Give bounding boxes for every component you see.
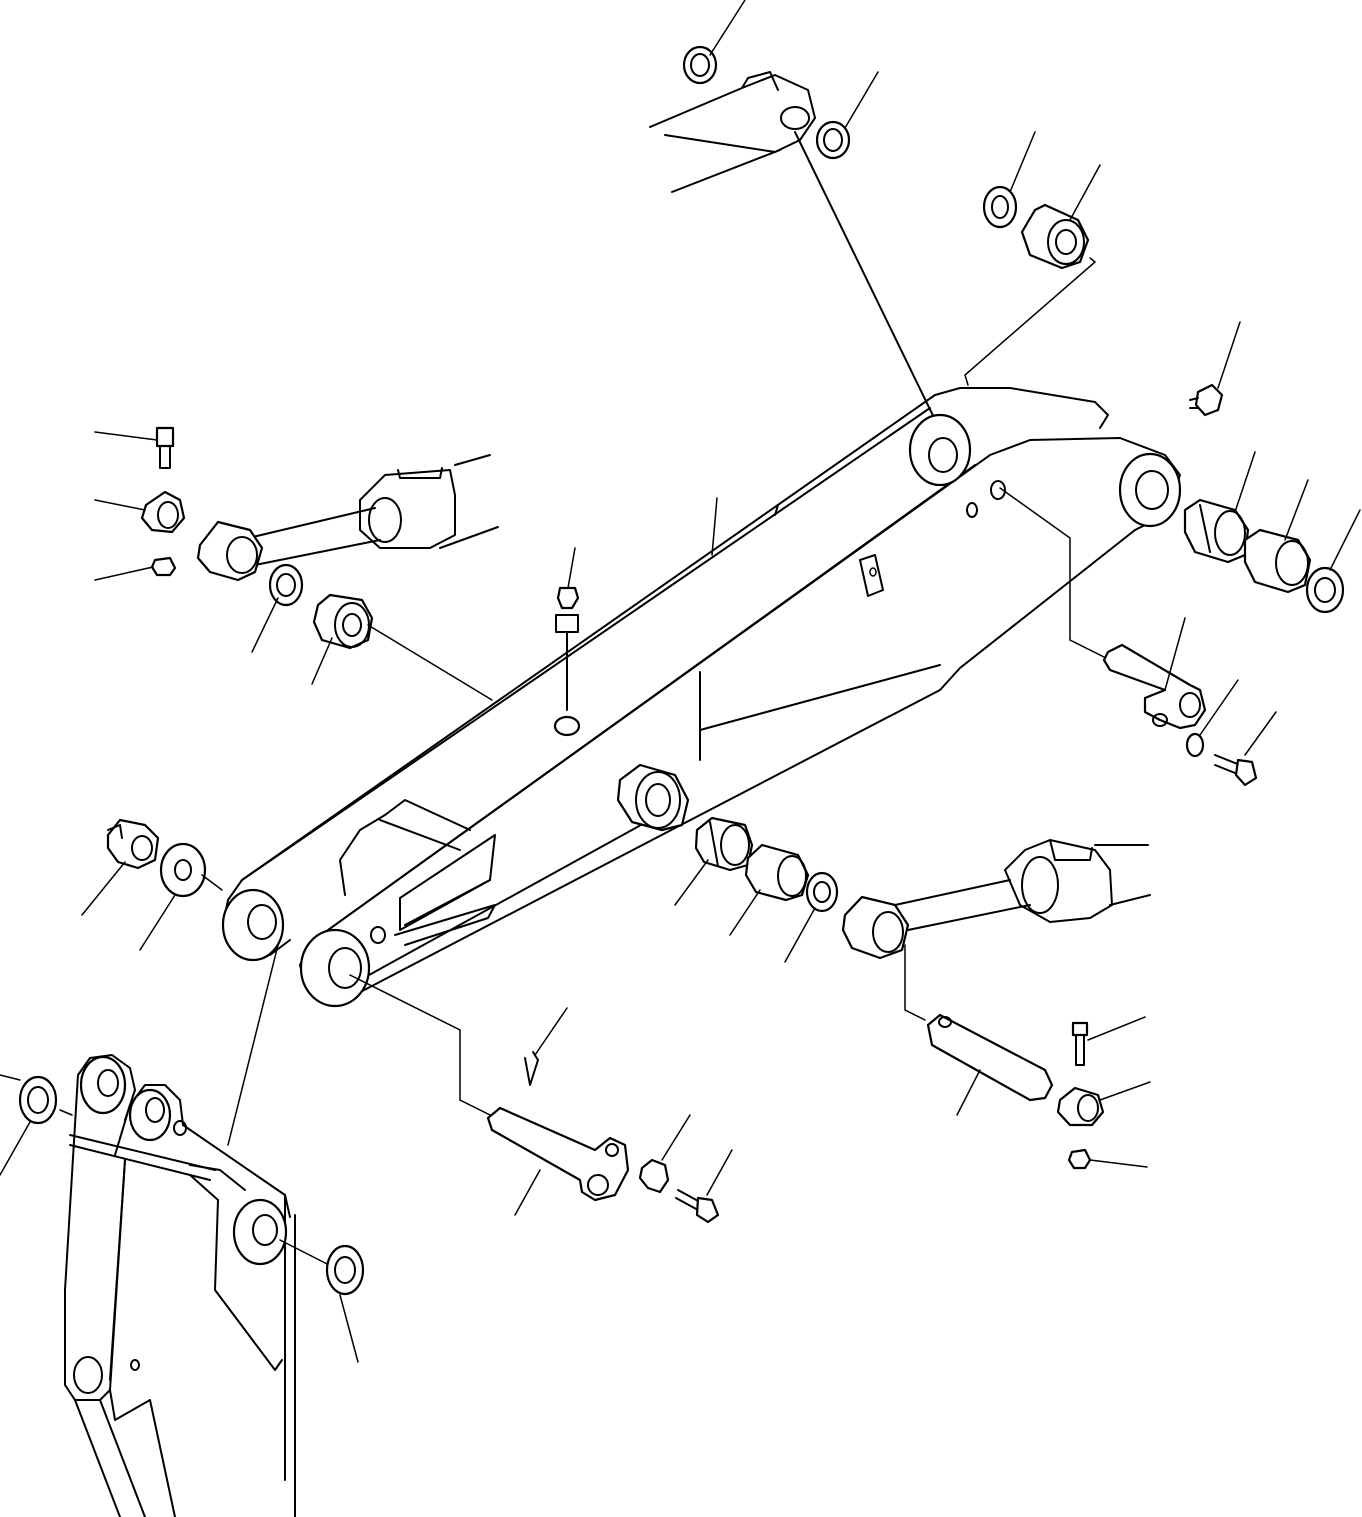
- bolt-right-lower: [1071, 1016, 1146, 1066]
- pin-right-lower: [904, 944, 1054, 1116]
- collar-lower-center: [638, 1114, 691, 1194]
- arm-body: [221, 387, 1182, 1008]
- nut-upper-left: [94, 556, 177, 581]
- shim-top-left: [682, 0, 746, 85]
- washer-right-upper: [1185, 679, 1239, 758]
- right-cylinder: [841, 839, 1151, 960]
- shim-boom-right: [325, 1244, 365, 1363]
- bolt-right-upper: [1214, 711, 1277, 787]
- pin-right-upper: [999, 487, 1207, 730]
- bushing-right-b: [1243, 479, 1312, 594]
- pin-lower-center: [349, 974, 630, 1216]
- bushing-middle-b: [729, 843, 810, 936]
- bushing-upper-right: [964, 164, 1101, 386]
- nut-lower-left: [81, 818, 160, 916]
- bolt-upper-left: [94, 426, 175, 469]
- shim-upper-right: [982, 131, 1036, 229]
- bushing-middle-large: [616, 763, 690, 832]
- bushing-left: [311, 593, 493, 701]
- left-cylinder: [196, 454, 499, 582]
- shim-right: [1305, 509, 1361, 614]
- shim-top-right: [815, 71, 879, 160]
- collar-right-lower: [1056, 1081, 1151, 1127]
- grease-fitting-center: [553, 547, 581, 737]
- cotter-pin: [524, 1007, 568, 1086]
- top-cylinder-rod-end: [649, 71, 941, 431]
- shim-left: [251, 563, 304, 653]
- bushing-middle-a: [674, 816, 754, 906]
- boom-tip: [59, 944, 336, 1517]
- nut-right-lower: [1067, 1148, 1148, 1170]
- collar-upper-left: [94, 490, 186, 534]
- washer-lower-left: [139, 842, 223, 951]
- shim-boom-left: [0, 1074, 58, 1176]
- grease-fitting-right: [1189, 321, 1241, 417]
- shim-middle: [784, 871, 839, 963]
- bolt-lower-center: [675, 1149, 733, 1224]
